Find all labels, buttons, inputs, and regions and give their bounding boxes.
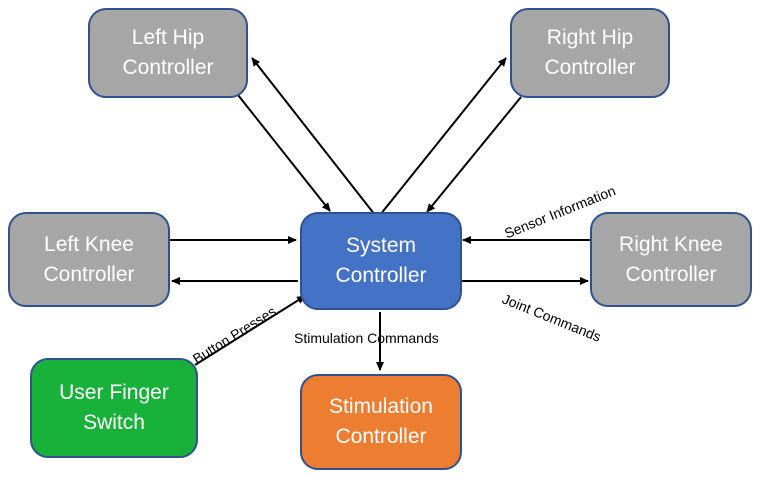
right-knee-controller-node: Right Knee Controller <box>590 212 752 307</box>
stimulation-commands-label: Stimulation Commands <box>294 330 439 346</box>
arrow-left-hip-to-system <box>237 94 331 212</box>
user-finger-switch-node: User Finger Switch <box>30 358 198 458</box>
arrow-finger-switch-to-system <box>194 295 306 366</box>
left-hip-controller-node: Left Hip Controller <box>88 8 248 98</box>
right-hip-controller-label: Right Hip Controller <box>544 26 636 79</box>
arrow-right-hip-to-system <box>426 96 522 213</box>
arrow-system-to-right-hip <box>379 57 507 216</box>
system-controller-node: System Controller <box>300 212 462 310</box>
left-knee-controller-label: Left Knee Controller <box>43 232 135 286</box>
right-hip-controller-node: Right Hip Controller <box>510 8 670 98</box>
arrow-system-to-left-hip <box>251 57 376 216</box>
stimulation-controller-node: Stimulation Controller <box>300 374 462 470</box>
left-hip-controller-label: Left Hip Controller <box>122 26 214 79</box>
left-knee-controller-node: Left Knee Controller <box>8 212 170 307</box>
stimulation-controller-label: Stimulation Controller <box>329 395 433 448</box>
system-controller-label: System Controller <box>335 234 427 287</box>
right-knee-controller-label: Right Knee Controller <box>619 232 723 286</box>
user-finger-switch-label: User Finger Switch <box>59 381 169 434</box>
